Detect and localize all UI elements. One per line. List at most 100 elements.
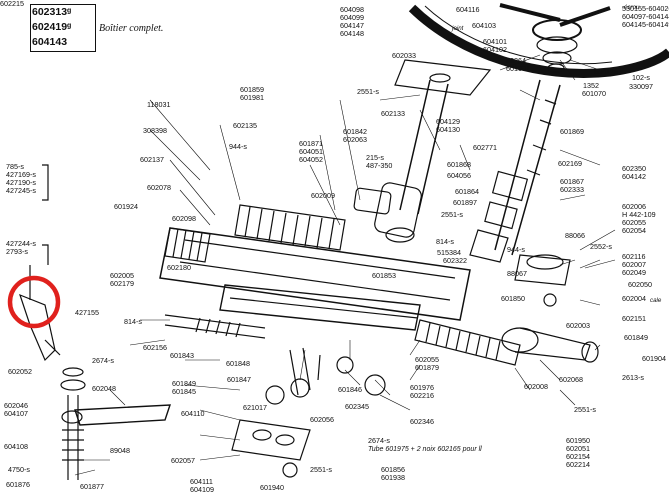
part-label: 602180: [167, 263, 191, 272]
part-label: 601869: [560, 127, 584, 136]
part-label: 601843: [170, 351, 194, 360]
part-label: 814-s: [124, 317, 142, 326]
part-label: 604129: [436, 117, 460, 126]
part-label: 601853: [372, 271, 396, 280]
part-label: 602098: [172, 214, 196, 223]
part-label: 604142: [622, 172, 646, 181]
nut-note: écrou: [624, 4, 640, 11]
part-label: 89048: [110, 446, 130, 455]
left-bellows: [164, 227, 211, 263]
part-label: 602771: [473, 143, 497, 152]
part-label: 88264: [506, 56, 526, 65]
header-code-2: 602419ᵍ: [32, 21, 72, 33]
part-label: 602350: [622, 164, 646, 173]
part-label: 601849: [624, 333, 648, 342]
part-label: 601879: [415, 363, 439, 372]
part-label: 604148: [340, 29, 364, 38]
joint-note: joint: [452, 25, 464, 32]
cale-note: cale: [650, 297, 662, 304]
part-label: 604108: [4, 442, 28, 451]
part-label: 602006: [622, 202, 646, 211]
part-label: 601876: [6, 480, 30, 489]
part-label: 602003: [566, 321, 590, 330]
brace-note: Boîtier complet.: [99, 23, 164, 34]
steering-wheel-rim-inner: [424, 5, 613, 65]
header-code-1: 602313ᵍ: [32, 6, 72, 18]
part-label: 621017: [243, 403, 267, 412]
part-label: 814-s: [436, 237, 454, 246]
part-label: 602005: [110, 271, 134, 280]
part-label: 427190-s: [6, 178, 36, 187]
highlight-circle: [7, 275, 61, 329]
part-label: 602179: [110, 279, 134, 288]
part-label: 604116: [456, 5, 480, 14]
part-label: 118031: [147, 100, 171, 109]
part-label: 602215: [0, 0, 24, 8]
part-label: 2613-s: [622, 373, 644, 382]
part-label: 88067: [507, 269, 527, 278]
part-label: 604052: [299, 155, 323, 164]
part-label: 2674-s: [368, 436, 390, 445]
tube-assembly: [219, 284, 421, 331]
part-label: 601842: [343, 127, 367, 136]
part-label: 602007: [622, 260, 646, 269]
upper-shaft: [399, 79, 449, 215]
part-label: 604102: [483, 45, 507, 54]
part-label: 602154: [566, 452, 590, 461]
lower-arm: [74, 404, 171, 426]
part-label: 602137: [140, 155, 164, 164]
part-label: 602078: [147, 183, 171, 192]
part-label: 601846: [338, 385, 362, 394]
part-label: 604098: [340, 5, 364, 14]
part-label: 601950: [566, 436, 590, 445]
part-label: 601940: [260, 483, 284, 492]
part-label: 2674-s: [92, 356, 114, 365]
part-label: 604110: [181, 409, 205, 418]
part-label: 602055: [622, 218, 646, 227]
part-label: 602052: [8, 367, 32, 376]
part-label: 604145-604149: [622, 20, 669, 29]
part-label: 4750-s: [8, 465, 30, 474]
part-label: 944-s: [507, 245, 525, 254]
part-label: 604097-604144: [622, 12, 669, 21]
part-label: 602133: [381, 109, 405, 118]
part-label: 602055: [415, 355, 439, 364]
part-label: 88066: [565, 231, 585, 240]
part-label: 602046: [4, 401, 28, 410]
ball-joint-stem: [67, 395, 79, 480]
lower-housing: [231, 419, 311, 461]
part-label: 601867: [560, 177, 584, 186]
part-label: 602116: [622, 252, 646, 261]
part-label: 601001: [506, 64, 530, 73]
part-label: 602008: [524, 382, 548, 391]
part-label: 2552-s: [590, 242, 612, 251]
part-label: 601868: [447, 160, 471, 169]
part-label: 602169: [558, 159, 582, 168]
part-label: 308398: [143, 126, 167, 135]
part-label: 215-s: [366, 153, 384, 162]
part-label: 604107: [4, 409, 28, 418]
part-label: 602056: [310, 415, 334, 424]
part-label: 602068: [559, 375, 583, 384]
wheel-hub: [532, 19, 582, 41]
part-label: 602048: [92, 384, 116, 393]
part-label: 604130: [436, 125, 460, 134]
part-label: 604109: [190, 485, 214, 494]
part-label: 102-s: [632, 73, 650, 82]
rack-bar: [414, 319, 521, 366]
steering-wheel-spoke-2: [559, 6, 611, 27]
part-label: 601864: [455, 187, 479, 196]
part-label: 602054: [622, 226, 646, 235]
part-label: 602135: [233, 121, 257, 130]
part-label: 601904: [642, 354, 666, 363]
part-label: 601856: [381, 465, 405, 474]
label-bracket: [42, 164, 49, 201]
part-label: 602214: [566, 460, 590, 469]
column-collar: [491, 170, 529, 202]
part-label: 785-s: [6, 162, 24, 171]
part-label: 515384: [437, 248, 461, 257]
part-label: 601859: [240, 85, 264, 94]
part-label: 601897: [453, 198, 477, 207]
